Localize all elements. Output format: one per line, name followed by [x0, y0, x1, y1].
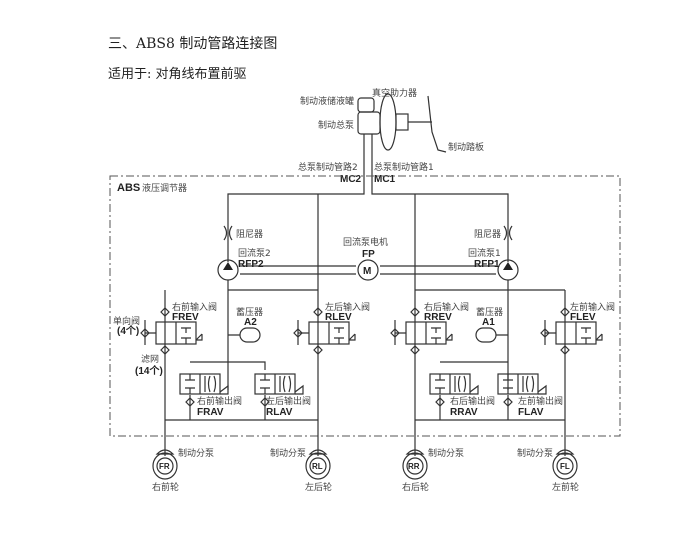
check-valve-count: (4个) [117, 324, 139, 337]
wheel-rr [402, 449, 428, 480]
damper-label-right: 阻尼器 [474, 229, 501, 240]
filter-icon [160, 307, 170, 317]
inlet-valve-code: FLEV [570, 312, 596, 323]
a2-label: A2 [244, 317, 257, 328]
inlet-valve [293, 307, 356, 355]
filter-icon [185, 397, 195, 407]
wheel-name: 左后轮 [305, 481, 332, 493]
outlet-valve-code: RRAV [450, 407, 478, 418]
wheel-cylinder-label: 制动分泵 [270, 447, 306, 459]
wheel-code: FR [159, 462, 170, 471]
filter-icon [260, 397, 270, 407]
inlet-valve-cn: 左前输入阀 [570, 301, 615, 313]
circuit-2-lines [164, 178, 365, 456]
abs-prefix: ABS [117, 182, 140, 194]
filter-icon [410, 345, 420, 355]
line2-label: 总泵制动管路2 [298, 161, 358, 173]
filter-label: 滤网 [141, 353, 159, 365]
rfp2-label: RFP2 [238, 259, 264, 270]
booster-shape [379, 93, 397, 151]
filter-icon [313, 307, 323, 317]
pump-rfp1 [497, 225, 519, 281]
inlet-valve-code: FREV [172, 312, 199, 323]
filter-count: (14个) [135, 364, 163, 377]
wheel-rl [305, 449, 331, 480]
filter-icon [313, 345, 323, 355]
wheel-cylinder-label: 制动分泵 [517, 447, 553, 459]
mc1-label: MC1 [374, 174, 396, 185]
check-valve-icon [540, 328, 550, 338]
outlet-valve [497, 373, 547, 407]
filter-icon [503, 397, 513, 407]
reservoir-label: 制动液储液罐 [300, 95, 354, 107]
outlet-valve-cn: 左后输出阀 [266, 395, 311, 407]
page-subtitle: 适用于: 对角线布置前驱 [108, 67, 247, 82]
reservoir-shape [357, 97, 375, 113]
accumulator-a2 [239, 327, 261, 343]
check-valve-label: 单向阀 [113, 315, 140, 327]
check-valve-icon [390, 328, 400, 338]
outlet-valve-cn: 右后输出阀 [450, 395, 495, 407]
booster-label: 真空助力器 [372, 87, 417, 99]
outlet-valve-code: FLAV [518, 407, 544, 418]
outlet-valve-code: RLAV [266, 407, 293, 418]
wheel-fl [552, 449, 578, 480]
outlet-valve [179, 373, 229, 407]
filter-icon [560, 345, 570, 355]
filter-icon [410, 307, 420, 317]
fp-label: FP [362, 249, 375, 260]
check-valve-icon [293, 328, 303, 338]
abs-unit-boundary [109, 175, 621, 437]
outlet-valve [254, 373, 304, 407]
filter-icon [160, 345, 170, 355]
pump2-label: 回流泵2 [238, 247, 271, 259]
inlet-valve [140, 307, 203, 355]
accumulator-label-right: 蓄压器 [476, 306, 503, 318]
inlet-valve-cn: 右前输入阀 [172, 301, 217, 313]
outlet-valve-cn: 左前输出阀 [518, 395, 563, 407]
check-valve-icon [140, 328, 150, 338]
pedal-shape [408, 95, 447, 153]
a1-label: A1 [482, 317, 495, 328]
motor-symbol: M [363, 266, 371, 277]
pump1-label: 回流泵1 [468, 247, 501, 259]
inlet-valve-code: RLEV [325, 312, 352, 323]
inlet-valve-cn: 右后输入阀 [424, 301, 469, 313]
booster-rod [395, 113, 409, 131]
filter-icon [560, 307, 570, 317]
filter-icon [435, 397, 445, 407]
inlet-valve-cn: 左后输入阀 [325, 301, 370, 313]
master-cylinder-shape [357, 111, 381, 135]
abs-title: 液压调节器 [142, 182, 187, 194]
wheel-cylinder-label: 制动分泵 [428, 447, 464, 459]
mc2-label: MC2 [340, 174, 362, 185]
accumulator-label-left: 蓄压器 [236, 306, 263, 318]
rfp1-label: RFP1 [474, 259, 500, 270]
wheel-code: RL [312, 462, 323, 471]
wheel-cylinder-label: 制动分泵 [178, 447, 214, 459]
outlet-valve [429, 373, 479, 407]
pedal-label: 制动踏板 [448, 141, 484, 153]
inlet-valve-code: RREV [424, 312, 452, 323]
wheel-code: FL [560, 462, 570, 471]
accumulator-a1 [475, 327, 497, 343]
wheel-code: RR [408, 462, 420, 471]
master-cylinder-assembly [357, 93, 447, 178]
pump-rfp2 [217, 225, 239, 281]
circuit-1-lines [371, 178, 566, 456]
outlet-valve-code: FRAV [197, 407, 224, 418]
line1-label: 总泵制动管路1 [374, 161, 434, 173]
wheel-fr [152, 449, 178, 480]
wheel-name: 右后轮 [402, 481, 429, 493]
wheel-name: 右前轮 [152, 481, 179, 493]
inlet-valve [390, 307, 453, 355]
wheel-name: 左前轮 [552, 481, 579, 493]
master-cylinder-label: 制动总泵 [318, 119, 354, 131]
pump-motor: M [240, 259, 496, 281]
page-title: 三、ABS8 制动管路连接图 [108, 36, 278, 52]
motor-label: 回流泵电机 [343, 236, 388, 248]
outlet-valve-cn: 右前输出阀 [197, 395, 242, 407]
damper-label-left: 阻尼器 [236, 229, 263, 240]
inlet-valve [540, 307, 603, 355]
